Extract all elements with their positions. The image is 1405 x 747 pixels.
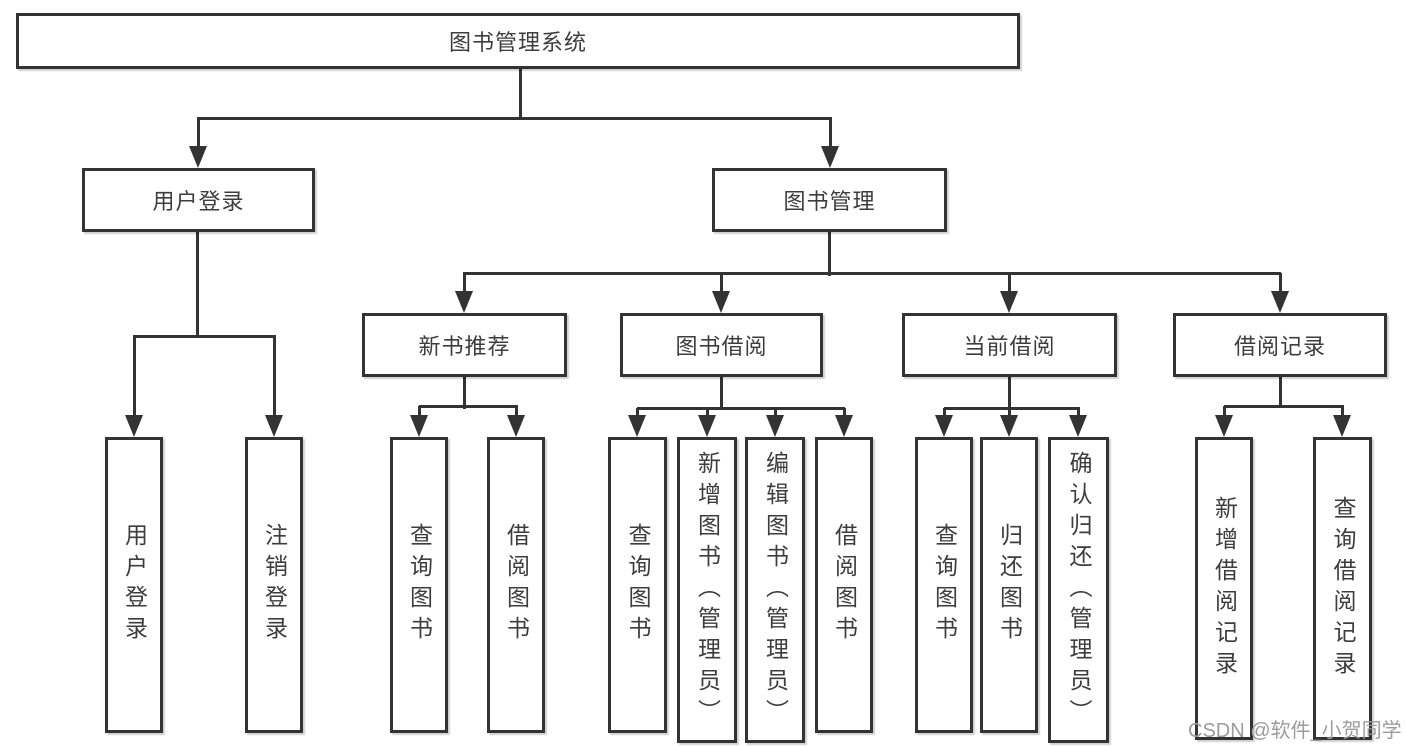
leaf-query-books-current: 查询图书 xyxy=(915,437,973,733)
leaf-logout: 注销登录 xyxy=(245,437,303,733)
connector-line-vertical xyxy=(272,336,276,417)
leaf-query-books-borrow: 查询图书 xyxy=(608,437,667,733)
connector-line-vertical xyxy=(1278,377,1282,408)
connector-line-vertical xyxy=(705,408,709,417)
leaf-add-borrow-record-label: 新增借阅记录 xyxy=(1211,495,1238,682)
connector-line-vertical xyxy=(635,408,639,417)
node-user-login-label: 用户登录 xyxy=(152,189,245,214)
connector-line-vertical xyxy=(842,408,846,417)
node-user-login: 用户登录 xyxy=(82,168,315,232)
node-book-management: 图书管理 xyxy=(712,168,947,232)
connector-line-vertical xyxy=(719,273,723,293)
connector-line-vertical xyxy=(1007,377,1011,410)
arrow-down-icon xyxy=(1271,291,1289,313)
leaf-borrow-books: 借阅图书 xyxy=(815,437,873,733)
leaf-add-books-admin: 新增图书（管理员） xyxy=(677,437,737,743)
connector-line-horizontal xyxy=(197,116,832,120)
arrow-down-icon xyxy=(628,415,646,437)
connector-line-vertical xyxy=(828,118,832,148)
leaf-query-books-recommend: 查询图书 xyxy=(390,437,448,733)
node-borrowing-records-label: 借阅记录 xyxy=(1233,334,1326,359)
leaf-borrow-books-recommend: 借阅图书 xyxy=(487,437,545,733)
leaf-add-books-admin-label: 新增图书（管理员） xyxy=(694,450,721,730)
leaf-logout-label: 注销登录 xyxy=(261,523,288,647)
arrow-down-icon xyxy=(821,146,839,168)
connector-line-horizontal xyxy=(133,334,276,338)
leaf-query-borrow-record: 查询借阅记录 xyxy=(1313,437,1372,740)
connector-line-vertical xyxy=(514,406,518,417)
connector-line-vertical xyxy=(462,273,466,293)
arrow-down-icon xyxy=(125,415,143,437)
leaf-edit-books-admin-label: 编辑图书（管理员） xyxy=(762,450,789,730)
node-library-system: 图书管理系统 xyxy=(16,13,1020,69)
leaf-query-books-borrow-label: 查询图书 xyxy=(625,523,651,647)
node-library-system-label: 图书管理系统 xyxy=(448,30,587,55)
arrow-down-icon xyxy=(935,415,953,437)
node-new-book-recommendation-label: 新书推荐 xyxy=(418,334,511,359)
node-borrowing-records: 借阅记录 xyxy=(1173,313,1387,377)
connector-line-horizontal xyxy=(463,271,1281,275)
leaf-borrow-books-label: 借阅图书 xyxy=(831,523,858,647)
arrow-down-icon xyxy=(265,415,283,437)
node-book-borrowing-label: 图书借阅 xyxy=(675,334,768,359)
node-current-borrowing-label: 当前借阅 xyxy=(963,334,1056,359)
connector-line-horizontal xyxy=(419,404,518,408)
leaf-borrow-books-recommend-label: 借阅图书 xyxy=(503,523,530,647)
connector-line-vertical xyxy=(1007,408,1011,417)
connector-line-vertical xyxy=(518,69,522,120)
leaf-confirm-return-admin-label: 确认归还（管理员） xyxy=(1066,450,1092,730)
arrow-down-icon xyxy=(455,291,473,313)
connector-line-vertical xyxy=(1076,408,1080,417)
arrow-down-icon xyxy=(712,291,730,313)
arrow-down-icon xyxy=(698,415,716,437)
node-book-management-label: 图书管理 xyxy=(783,189,876,214)
arrow-down-icon xyxy=(189,146,207,168)
node-new-book-recommendation: 新书推荐 xyxy=(362,313,567,377)
arrow-down-icon xyxy=(835,415,853,437)
connector-line-vertical xyxy=(1222,406,1226,417)
connector-line-vertical xyxy=(417,406,421,417)
leaf-confirm-return-admin: 确认归还（管理员） xyxy=(1048,437,1109,743)
arrow-down-icon xyxy=(1000,291,1018,313)
connector-line-vertical xyxy=(1278,273,1282,293)
connector-line-vertical xyxy=(942,408,946,417)
node-current-borrowing: 当前借阅 xyxy=(902,313,1117,377)
leaf-edit-books-admin: 编辑图书（管理员） xyxy=(745,437,805,743)
arrow-down-icon xyxy=(507,415,525,437)
connector-line-vertical xyxy=(773,408,777,417)
arrow-down-icon xyxy=(1333,415,1351,437)
leaf-user-login: 用户登录 xyxy=(105,437,163,733)
connector-line-vertical xyxy=(462,377,466,409)
leaf-user-login-label: 用户登录 xyxy=(121,523,148,647)
connector-line-horizontal xyxy=(944,406,1080,410)
arrow-down-icon xyxy=(1000,415,1018,437)
connector-line-vertical xyxy=(719,377,723,410)
arrow-down-icon xyxy=(1215,415,1233,437)
connector-line-vertical xyxy=(1007,273,1011,293)
connector-line-horizontal xyxy=(1224,404,1344,408)
connector-line-vertical xyxy=(827,232,831,276)
arrow-down-icon xyxy=(410,415,428,437)
connector-line-vertical xyxy=(196,118,200,148)
leaf-query-books-current-label: 查询图书 xyxy=(931,523,958,647)
leaf-return-books-label: 归还图书 xyxy=(996,523,1023,647)
connector-line-vertical xyxy=(1340,406,1344,417)
csdn-watermark: CSDN @软件_小贺同学 xyxy=(1188,720,1402,742)
arrow-down-icon xyxy=(1069,415,1087,437)
leaf-add-borrow-record: 新增借阅记录 xyxy=(1195,437,1253,740)
leaf-query-books-recommend-label: 查询图书 xyxy=(406,523,433,647)
node-book-borrowing: 图书借阅 xyxy=(620,313,823,377)
connector-line-horizontal xyxy=(637,406,845,410)
connector-line-vertical xyxy=(132,336,136,417)
arrow-down-icon xyxy=(766,415,784,437)
connector-line-vertical xyxy=(195,232,199,338)
leaf-return-books: 归还图书 xyxy=(980,437,1038,733)
leaf-query-borrow-record-label: 查询借阅记录 xyxy=(1330,495,1356,682)
